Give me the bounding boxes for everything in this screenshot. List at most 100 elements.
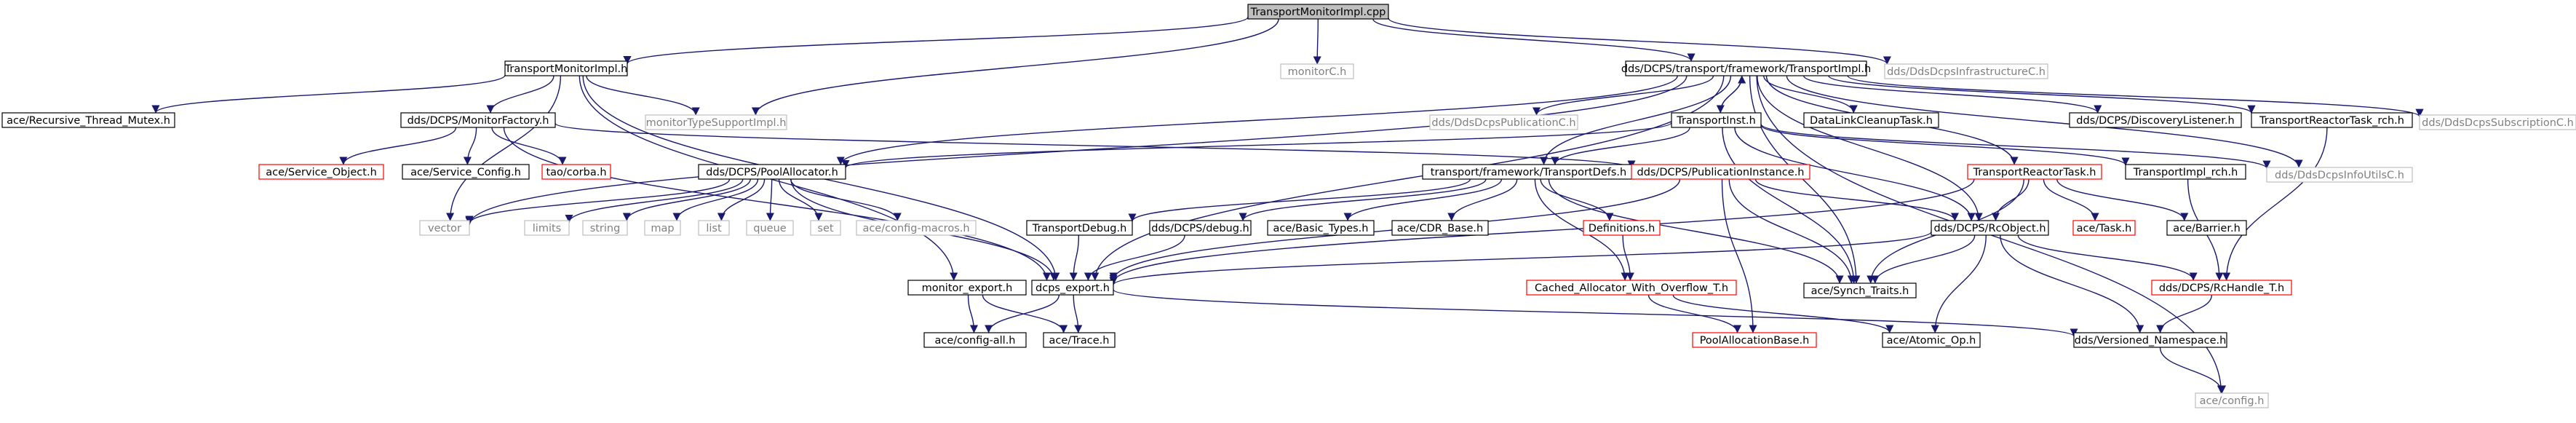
node-list[interactable]: list (698, 220, 730, 236)
node-box (2125, 164, 2246, 180)
node-queue[interactable]: queue (746, 220, 794, 236)
node-infoUtilsC[interactable]: dds/DdsDcpsInfoUtilsC.h (2266, 167, 2413, 183)
node-string[interactable]: string (582, 220, 628, 236)
node-box (907, 280, 1027, 296)
node-debug[interactable]: dds/DCPS/debug.h (1149, 220, 1252, 236)
edge-transportinst-to-synchtraits (1722, 127, 1859, 284)
node-box (2195, 392, 2269, 408)
edge-transportdefs-to-synchtraits (1548, 178, 1844, 284)
node-configmacros[interactable]: ace/config-macros.h (856, 220, 977, 236)
node-box (1803, 112, 1939, 128)
node-taocorba[interactable]: tao/corba.h (541, 164, 611, 180)
node-rchandle[interactable]: dds/DCPS/RcHandle_T.h (2151, 280, 2292, 296)
edge-transportinst-to-poolalloc (841, 122, 1672, 169)
node-transportinst[interactable]: TransportInst.h (1671, 112, 1762, 128)
edge-root-to-monTypeSupport (751, 18, 1279, 116)
edge-transportimpl-to-dlcleanup (1763, 75, 1858, 114)
edge-reactortask-to-barrier (2056, 178, 2189, 221)
node-transportdefs[interactable]: transport/framework/TransportDefs.h (1422, 164, 1635, 180)
edge-transportdefs-to-transportdebug (1128, 178, 1471, 222)
node-box (2419, 114, 2576, 130)
node-acetask[interactable]: ace/Task.h (2072, 220, 2136, 236)
node-rcobject[interactable]: dds/DCPS/RcObject.h (1931, 220, 2049, 236)
edge-poolalloc-to-queue (766, 178, 774, 221)
node-aceconfig[interactable]: ace/config.h (2195, 392, 2269, 408)
node-svcobj[interactable]: ace/Service_Object.h (258, 164, 384, 180)
node-box (1671, 112, 1762, 128)
node-monexport[interactable]: monitor_export.h (907, 280, 1027, 296)
node-monTypeSupport[interactable]: monitorTypeSupportImpl.h (645, 114, 787, 130)
edge-poolalloc-to-map (672, 178, 759, 221)
node-barrier[interactable]: ace/Barrier.h (2166, 220, 2247, 236)
node-definitions[interactable]: Definitions.h (1583, 220, 1661, 236)
node-transportimpl_rch[interactable]: TransportImpl_rch.h (2125, 164, 2246, 180)
node-trace[interactable]: ace/Trace.h (1043, 332, 1116, 348)
node-reactortask_rch[interactable]: TransportReactorTask_rch.h (2251, 112, 2413, 128)
node-synchtraits[interactable]: ace/Synch_Traits.h (1803, 282, 1917, 299)
node-poolallocbase[interactable]: PoolAllocationBase.h (1692, 332, 1817, 348)
node-label: dds/DdsDcpsPublicationC.h (1431, 117, 1575, 129)
node-root[interactable]: TransportMonitorImpl.cpp (1247, 4, 1389, 20)
node-poolalloc[interactable]: dds/DCPS/PoolAllocator.h (698, 164, 846, 180)
node-transportdebug[interactable]: TransportDebug.h (1026, 220, 1133, 236)
node-box (524, 220, 570, 236)
node-disclistener[interactable]: dds/DCPS/DiscoveryListener.h (2069, 112, 2242, 128)
edge-monfactory-to-pubinstance (554, 122, 1636, 169)
node-pubC[interactable]: dds/DdsDcpsPublicationC.h (1429, 114, 1578, 130)
edge-rchandle-to-versionedns (2156, 294, 2213, 333)
node-box (1043, 332, 1116, 348)
node-subC[interactable]: dds/DdsDcpsSubscriptionC.h (2419, 114, 2576, 130)
edge-transportimpl-to-pubC (1532, 75, 1714, 116)
node-transportimpl[interactable]: dds/DCPS/transport/framework/TransportIm… (1621, 60, 1871, 76)
node-label: ace/config.h (2200, 395, 2265, 407)
edge-poolalloc-to-configmacros (790, 178, 902, 221)
node-monfactory[interactable]: dds/DCPS/MonitorFactory.h (400, 112, 556, 128)
node-set[interactable]: set (810, 220, 841, 236)
node-versionedns[interactable]: dds/Versioned_Namespace.h (2073, 332, 2227, 348)
node-dlcleanup[interactable]: DataLinkCleanupTask.h (1803, 112, 1939, 128)
edge-transportimpl-to-transportdefs (1540, 75, 1732, 165)
edge-transportimpl-to-reactortask_rch (1828, 75, 2256, 114)
node-box (2151, 280, 2292, 296)
node-pubinstance[interactable]: dds/DCPS/PublicationInstance.h (1631, 164, 1810, 180)
node-configall[interactable]: ace/config-all.h (923, 332, 1027, 348)
node-label: ace/config-macros.h (862, 223, 969, 234)
node-box (698, 220, 730, 236)
edge-transportimpl-to-subC (1847, 75, 2424, 117)
node-box (1583, 220, 1661, 236)
edge-poolalloc-to-limits (565, 178, 744, 223)
node-box (1429, 114, 1578, 130)
node-label: dcps_export.h (1035, 282, 1110, 294)
edge-tmi_h-to-vector (446, 75, 562, 221)
node-dcpsexport[interactable]: dcps_export.h (1031, 280, 1114, 296)
node-basictypes[interactable]: ace/Basic_Types.h (1267, 220, 1375, 236)
node-atomicop[interactable]: ace/Atomic_Op.h (1882, 332, 1981, 348)
node-box (698, 164, 846, 180)
node-vector[interactable]: vector (419, 220, 470, 236)
node-recmutex[interactable]: ace/Recursive_Thread_Mutex.h (1, 112, 175, 128)
node-label: dds/DCPS/RcHandle_T.h (2159, 282, 2284, 294)
node-label: ace/Synch_Traits.h (1811, 285, 1909, 297)
node-tmi_h[interactable]: TransportMonitorImpl.h (504, 60, 628, 76)
edge-transportinst-to-transportdefs (1551, 127, 1690, 165)
node-cdrbase[interactable]: ace/CDR_Base.h (1391, 220, 1489, 236)
node-reactortask[interactable]: TransportReactorTask.h (1967, 164, 2102, 180)
nodes-layer: TransportMonitorImpl.cppTransportMonitor… (1, 4, 2576, 408)
edge-transportinst-to-transportimpl (1720, 75, 1746, 114)
node-infraC[interactable]: dds/DdsDcpsInfrastructureC.h (1884, 63, 2048, 79)
node-box (504, 60, 628, 76)
node-box (2266, 167, 2413, 183)
edge-pubinstance-to-rcobject (1754, 178, 1959, 221)
node-monitorC[interactable]: monitorC.h (1280, 63, 1354, 79)
node-box (2251, 112, 2413, 128)
node-label: limits (533, 223, 561, 234)
edge-monfactory-to-dcpsexport (503, 127, 1052, 281)
edge-monfactory-to-taocorba (491, 127, 567, 165)
node-limits[interactable]: limits (524, 220, 570, 236)
node-map[interactable]: map (644, 220, 681, 236)
node-svcconfig[interactable]: ace/Service_Config.h (402, 164, 530, 180)
node-cachedalloc[interactable]: Cached_Allocator_With_Overflow_T.h (1526, 280, 1737, 296)
node-box (1391, 220, 1489, 236)
node-label: ace/Basic_Types.h (1273, 223, 1369, 234)
